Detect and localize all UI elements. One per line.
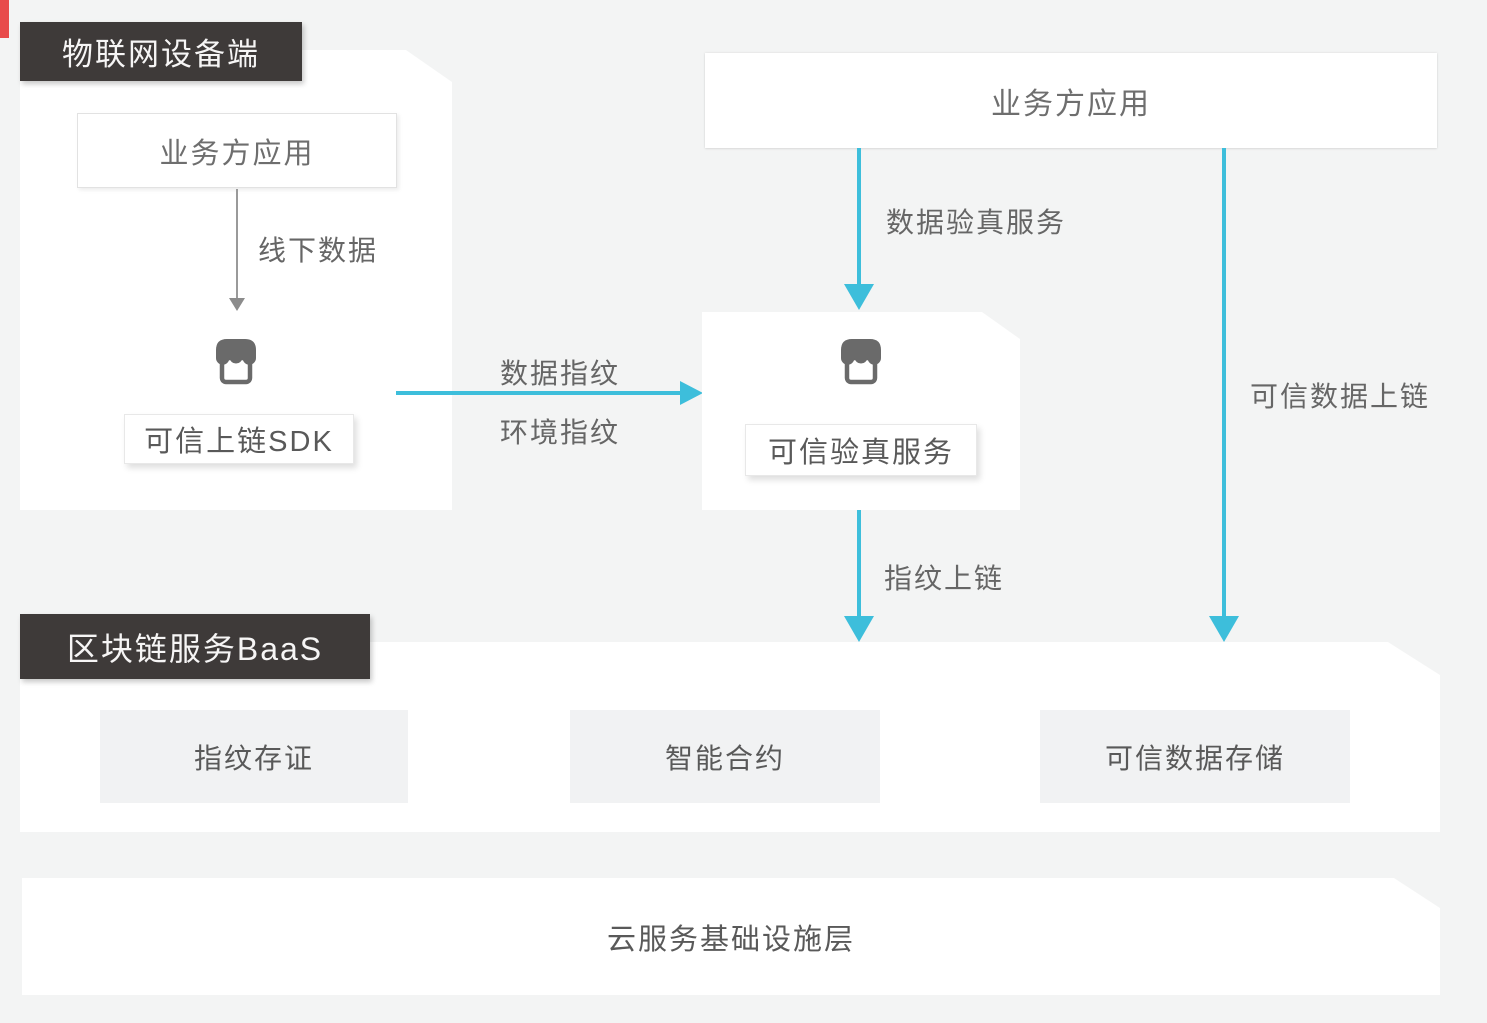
baas-item-label: 可信数据存储 bbox=[1104, 742, 1285, 774]
data-verify-arrow-line bbox=[857, 148, 861, 286]
offline-data-arrow-line bbox=[236, 189, 238, 299]
trusted-data-chain-arrow-head bbox=[1209, 616, 1239, 642]
data-fingerprint-label: 数据指纹 bbox=[500, 358, 621, 389]
iot-business-app-box: 业务方应用 bbox=[77, 113, 397, 188]
trusted-data-chain-arrow-line bbox=[1222, 148, 1226, 617]
offline-data-label: 线下数据 bbox=[258, 235, 379, 266]
baas-item-fingerprint-evidence: 指纹存证 bbox=[100, 710, 408, 803]
baas-tag-label: 区块链服务BaaS bbox=[66, 630, 324, 667]
cloud-infra-layer: 云服务基础设施层 bbox=[22, 878, 1440, 995]
fingerprint-chain-label: 指纹上链 bbox=[884, 563, 1005, 594]
business-app-box: 业务方应用 bbox=[705, 53, 1437, 148]
trusted-verify-label: 可信验真服务 bbox=[767, 437, 954, 469]
business-app-label: 业务方应用 bbox=[991, 87, 1151, 121]
trusted-sdk-label-box: 可信上链SDK bbox=[124, 414, 354, 464]
env-fingerprint-label: 环境指纹 bbox=[500, 417, 621, 448]
offline-data-arrow-head bbox=[229, 298, 245, 311]
trusted-data-chain-label: 可信数据上链 bbox=[1250, 381, 1431, 412]
fingerprint-arrow-head bbox=[680, 381, 703, 405]
iot-business-app-label: 业务方应用 bbox=[159, 137, 315, 170]
screen-edge-artifact bbox=[0, 0, 9, 38]
baas-item-label: 智能合约 bbox=[664, 742, 785, 774]
baas-item-label: 指纹存证 bbox=[193, 742, 314, 774]
trusted-verify-label-box: 可信验真服务 bbox=[745, 424, 977, 476]
trusted-sdk-label: 可信上链SDK bbox=[144, 426, 334, 458]
data-verify-service-label: 数据验真服务 bbox=[886, 207, 1067, 238]
storefront-icon bbox=[833, 334, 889, 390]
data-verify-arrow-head bbox=[844, 284, 874, 310]
storefront-icon bbox=[208, 334, 264, 390]
fingerprint-arrow-line bbox=[396, 391, 680, 395]
fingerprint-chain-arrow-line bbox=[857, 510, 861, 617]
baas-tag: 区块链服务BaaS bbox=[20, 614, 370, 679]
cloud-infra-label: 云服务基础设施层 bbox=[606, 923, 855, 956]
baas-item-smart-contract: 智能合约 bbox=[570, 710, 880, 803]
fingerprint-chain-arrow-head bbox=[844, 616, 874, 642]
baas-item-trusted-data-storage: 可信数据存储 bbox=[1040, 710, 1350, 803]
iot-device-tag-label: 物联网设备端 bbox=[62, 37, 260, 72]
iot-device-tag: 物联网设备端 bbox=[20, 22, 302, 81]
